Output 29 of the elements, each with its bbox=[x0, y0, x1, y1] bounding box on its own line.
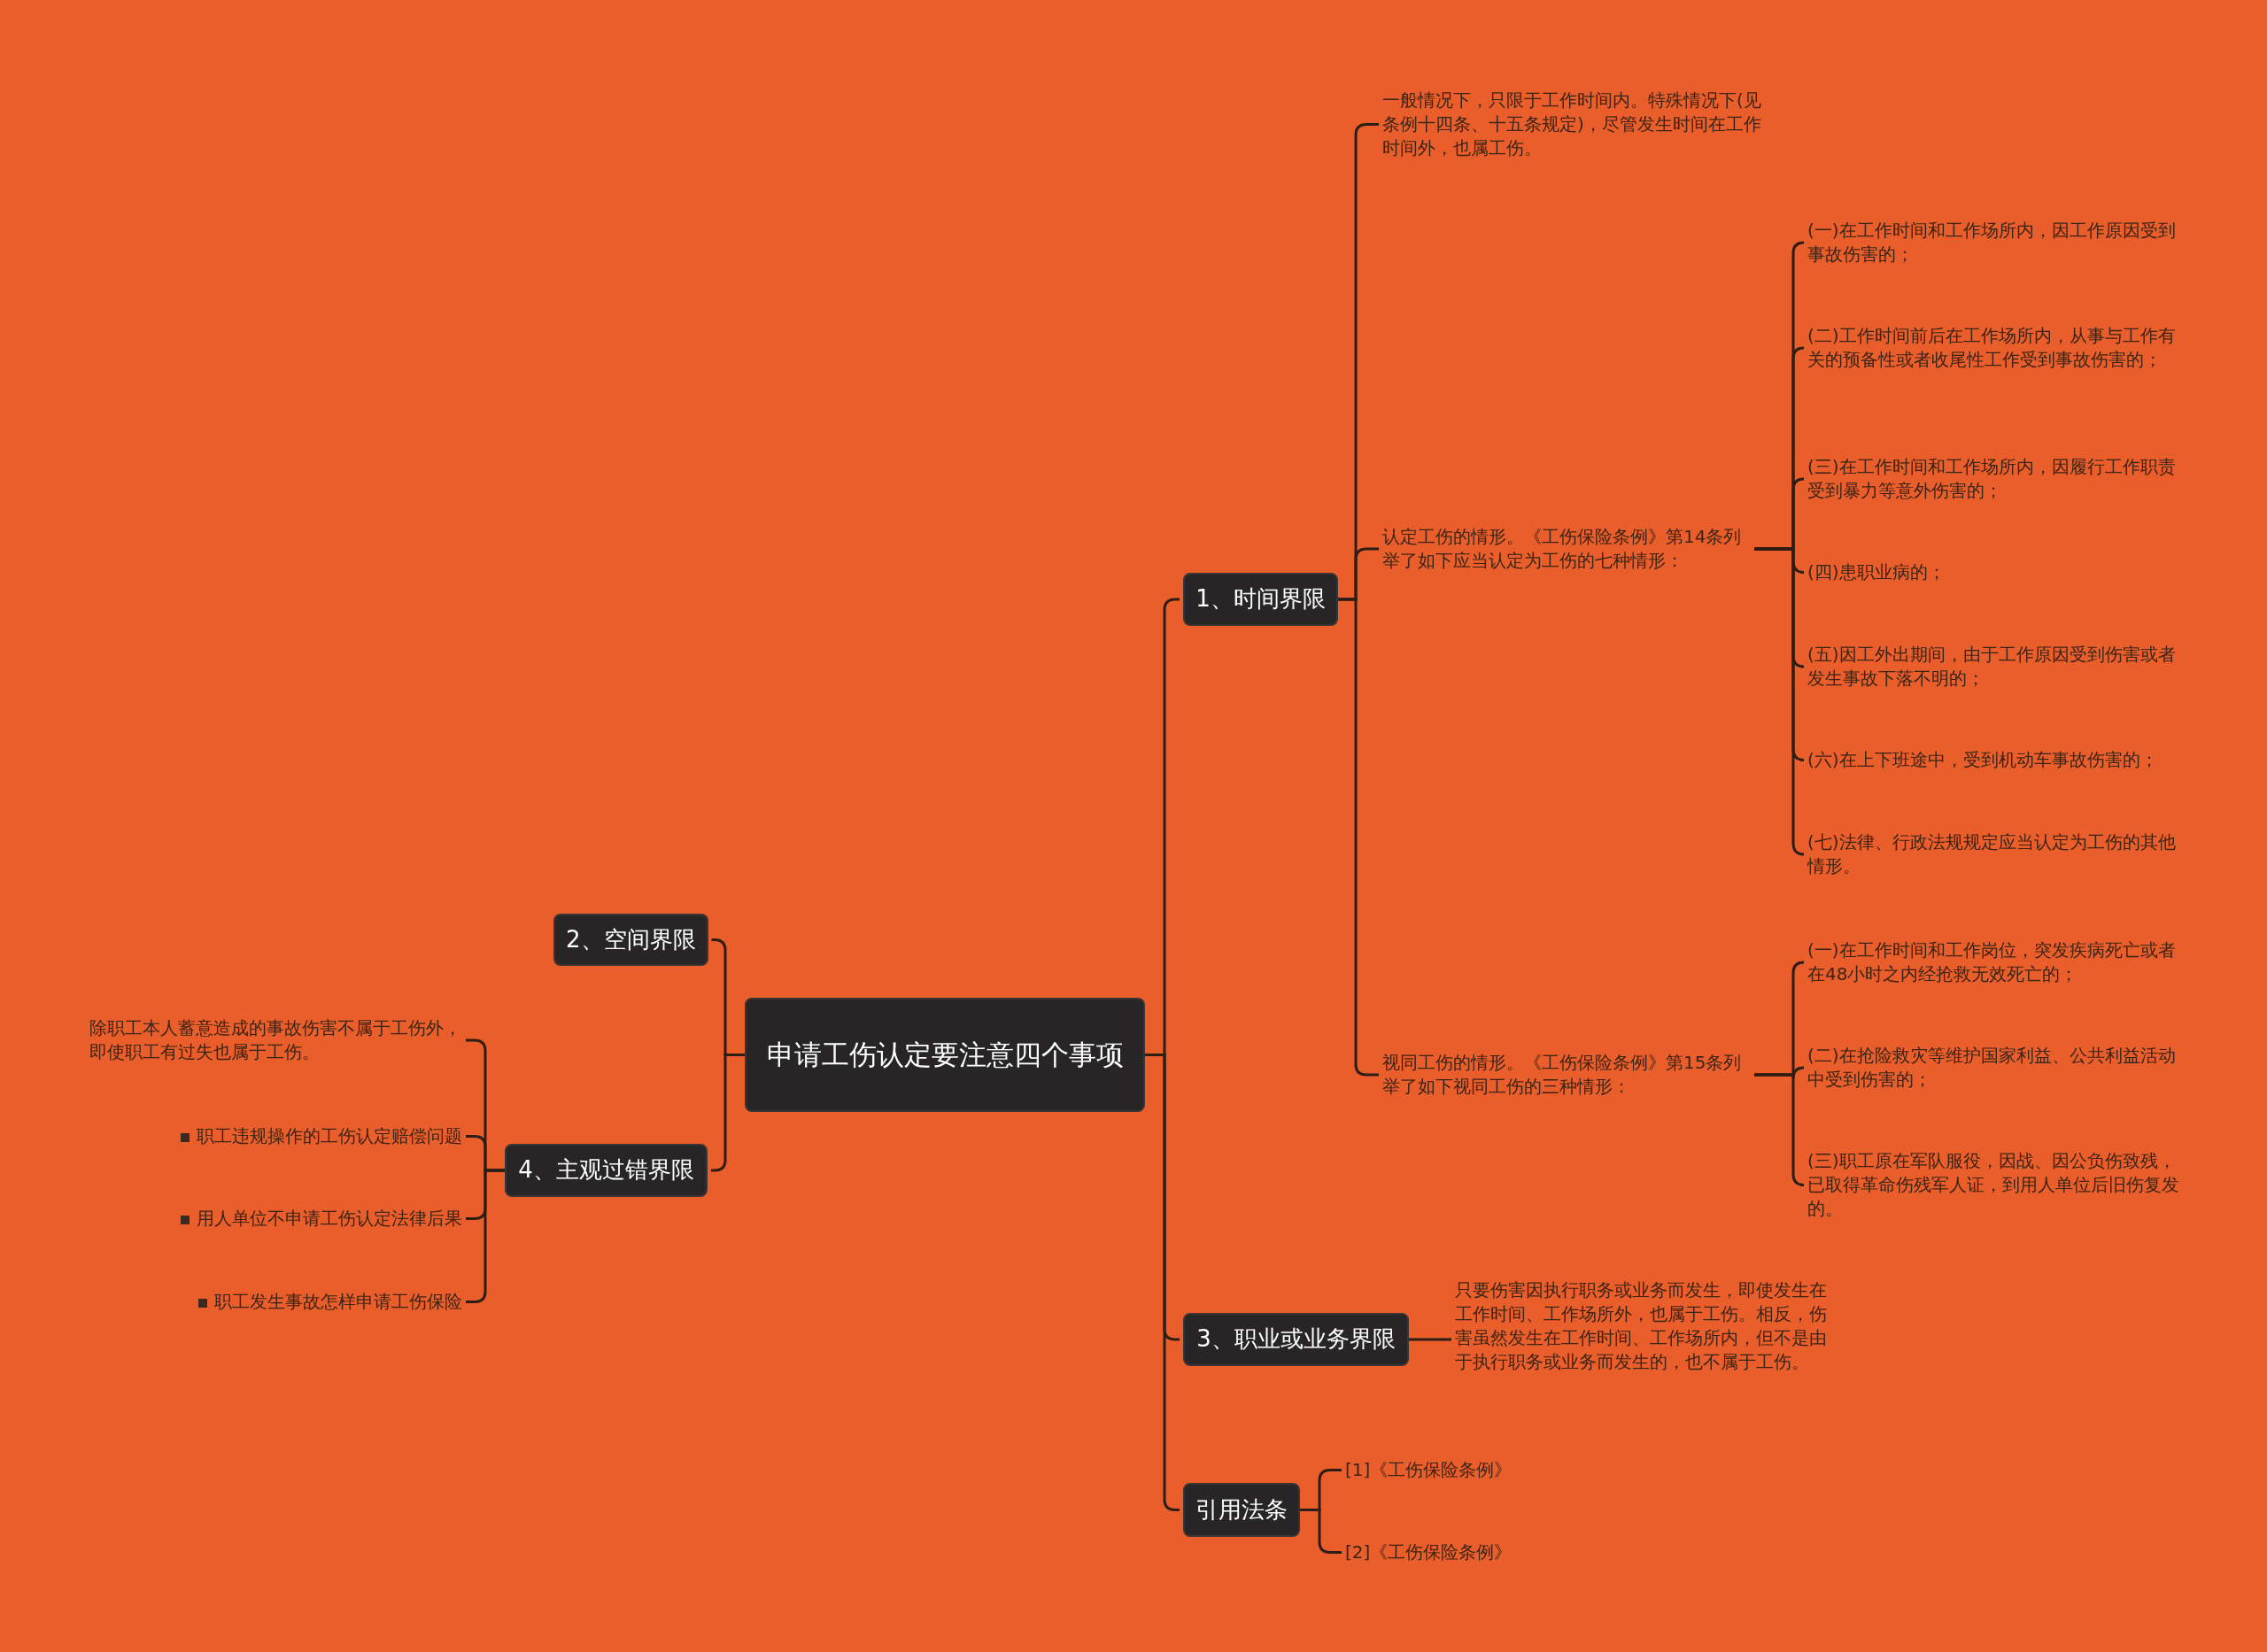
note-text: 只要伤害因执行职务或业务而发生，即使发生在工作时间、工作场所外，也属于工伤。相反，伤害虽然发生在工作时间、工作场所内，但不是由于执行职务或业务而发生的，也不属于工伤。 bbox=[1455, 1279, 1827, 1372]
note-text: 视同工伤的情形。《工伤保险条例》第15条列举了如下视同工伤的三种情形： bbox=[1382, 1052, 1742, 1097]
topic-box: 1、时间界限 bbox=[1183, 573, 1338, 626]
note-text: (三)职工原在军队服役，因战、因公负伤致残，已取得革命伤残军人证，到用人单位后旧伤复发的。 bbox=[1807, 1150, 2179, 1219]
note-text: 认定工伤的情形。《工伤保险条例》第14条列举了如下应当认定为工伤的七种情形： bbox=[1382, 526, 1742, 571]
connector-line bbox=[1754, 1073, 1806, 1186]
topic-box: 2、空间界限 bbox=[553, 914, 708, 966]
note-text: (七)法律、行政法规规定应当认定为工伤的其他情形。 bbox=[1807, 831, 2176, 876]
note-text: [2]《工伤保险条例》 bbox=[1345, 1541, 1513, 1563]
note-text: (一)在工作时间和工作岗位，突发疾病死亡或者在48小时之内经抢救无效死亡的； bbox=[1807, 939, 2176, 984]
note-text: (三)在工作时间和工作场所内，因履行工作职责受到暴力等意外伤害的； bbox=[1807, 456, 2176, 501]
note-text: 职工违规操作的工伤认定赔偿问题 bbox=[197, 1125, 462, 1146]
note-text: 除职工本人蓄意造成的事故伤害不属于工伤外，即使职工有过失也属于工伤。 bbox=[89, 1017, 461, 1062]
note-text: (六)在上下班途中，受到机动车事故伤害的； bbox=[1807, 749, 2158, 770]
note-text: (四)患职业病的； bbox=[1807, 561, 1946, 583]
note-text: (五)因工外出期间，由于工作原因受到伤害或者发生事故下落不明的； bbox=[1807, 644, 2176, 689]
note-text: 职工发生事故怎样申请工伤保险 bbox=[214, 1291, 462, 1312]
connector-line bbox=[1409, 1338, 1451, 1341]
note-text: (一)在工作时间和工作场所内，因工作原因受到事故伤害的； bbox=[1807, 220, 2176, 265]
note-text: (二)工作时间前后在工作场所内，从事与工作有关的预备性或者收尾性工作受到事故伤害的； bbox=[1807, 325, 2176, 370]
connector-line bbox=[1300, 1509, 1342, 1554]
topic-box: 4、主观过错界限 bbox=[505, 1144, 708, 1197]
topic-box: 引用法条 bbox=[1183, 1483, 1300, 1537]
central-topic-box: 申请工伤认定要注意四个事项 bbox=[745, 998, 1145, 1112]
note-text: [1]《工伤保险条例》 bbox=[1345, 1459, 1513, 1480]
note-text: (二)在抢险救灾等维护国家利益、公共利益活动中受到伤害的； bbox=[1807, 1045, 2176, 1090]
note-text: 用人单位不申请工伤认定法律后果 bbox=[197, 1208, 462, 1229]
note-text: 一般情况下，只限于工作时间内。特殊情况下(见条例十四条、十五条规定)，尽管发生时间在工作时间外，也属工伤。 bbox=[1382, 89, 1761, 158]
topic-box: 3、职业或业务界限 bbox=[1183, 1313, 1409, 1366]
